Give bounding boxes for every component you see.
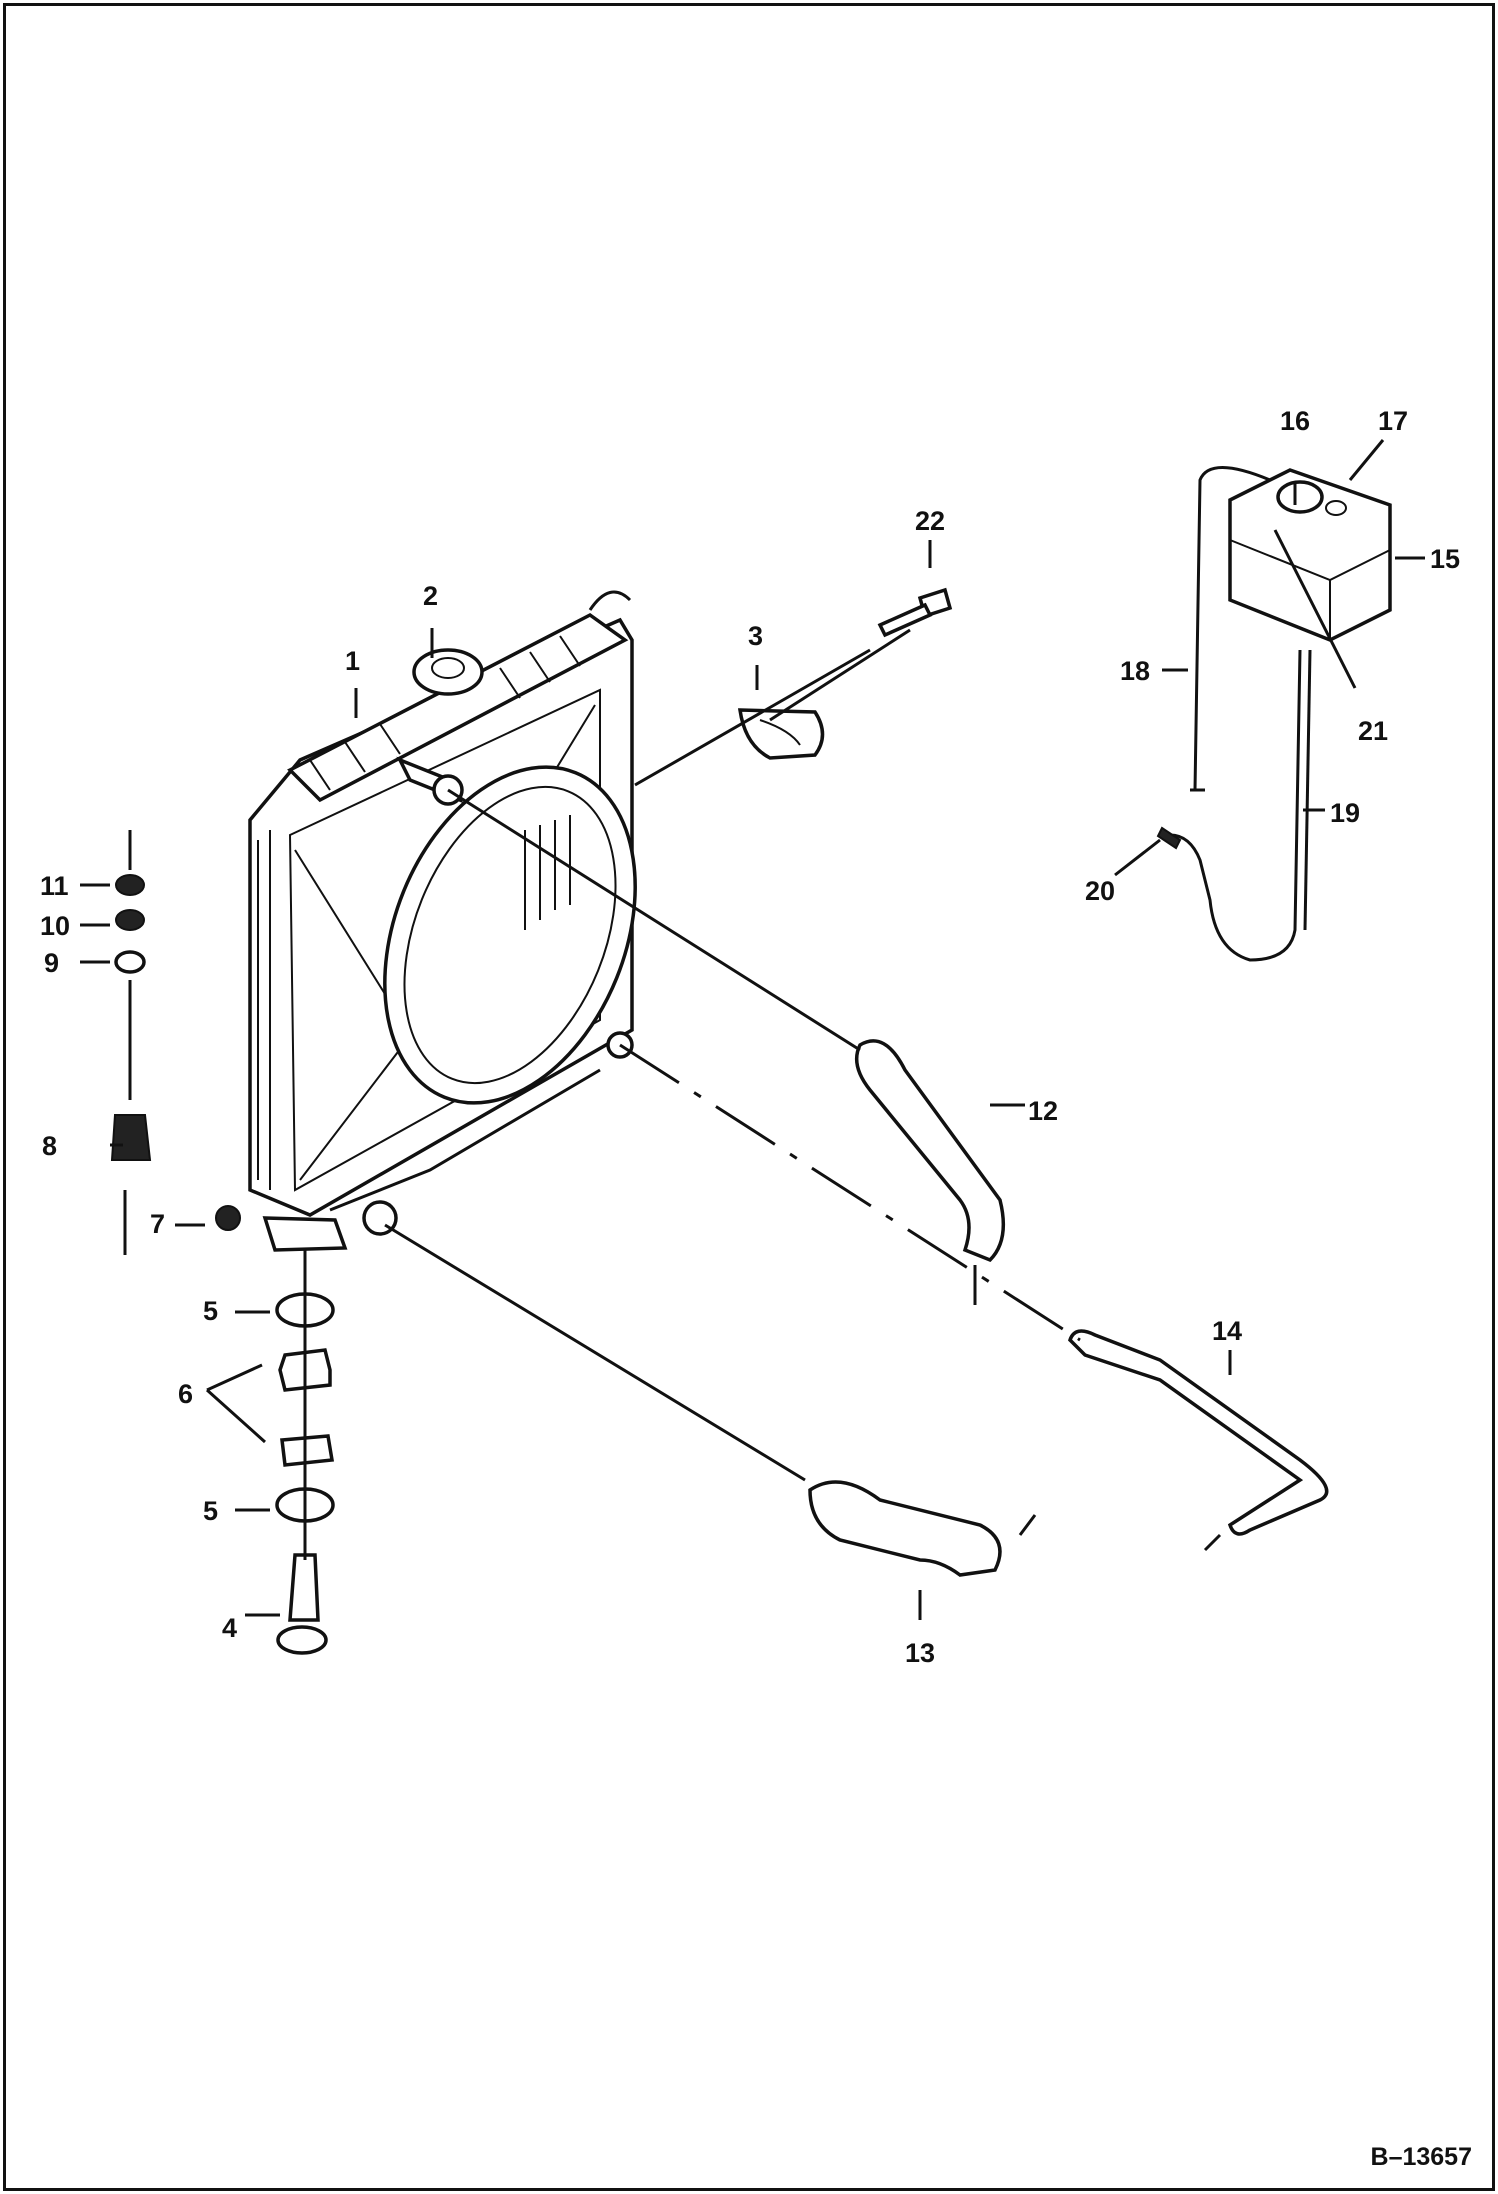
callout-3: 3: [748, 621, 763, 651]
callout-9: 9: [44, 948, 59, 978]
callout-14: 14: [1212, 1316, 1242, 1346]
callout-11: 11: [40, 871, 69, 901]
callout-22: 22: [915, 506, 945, 536]
callout-5-lower: 5: [203, 1496, 218, 1526]
bracket-and-bolt: [737, 587, 953, 760]
callout-labels: 1 2 3 4 5 5 6 7 8 9 10 11 12 13 14 15 16…: [40, 406, 1460, 1668]
callout-8: 8: [42, 1131, 57, 1161]
callout-12: 12: [1028, 1096, 1058, 1126]
drawing-border: [3, 3, 1495, 2191]
callout-13: 13: [905, 1638, 935, 1668]
hoses: [808, 1039, 1329, 1577]
explode-lines: [303, 628, 1081, 1560]
callout-10: 10: [40, 911, 70, 941]
callout-15: 15: [1430, 544, 1460, 574]
fan-shroud: [383, 765, 637, 1105]
callout-5-upper: 5: [203, 1296, 218, 1326]
callout-6: 6: [178, 1379, 193, 1409]
callout-2: 2: [423, 581, 438, 611]
callout-4: 4: [222, 1613, 237, 1643]
callout-18: 18: [1120, 656, 1150, 686]
callout-17: 17: [1378, 406, 1408, 436]
callout-16: 16: [1280, 406, 1310, 436]
callout-1: 1: [345, 646, 360, 676]
callout-leaders: [80, 439, 1425, 1620]
overflow-tank: [1156, 466, 1392, 962]
callout-20: 20: [1085, 876, 1115, 906]
document-number: B–13657: [1370, 2143, 1472, 2171]
callout-21: 21: [1358, 716, 1388, 746]
drain-hardware: [110, 830, 152, 1255]
callout-19: 19: [1330, 798, 1360, 828]
callout-7: 7: [150, 1209, 165, 1239]
